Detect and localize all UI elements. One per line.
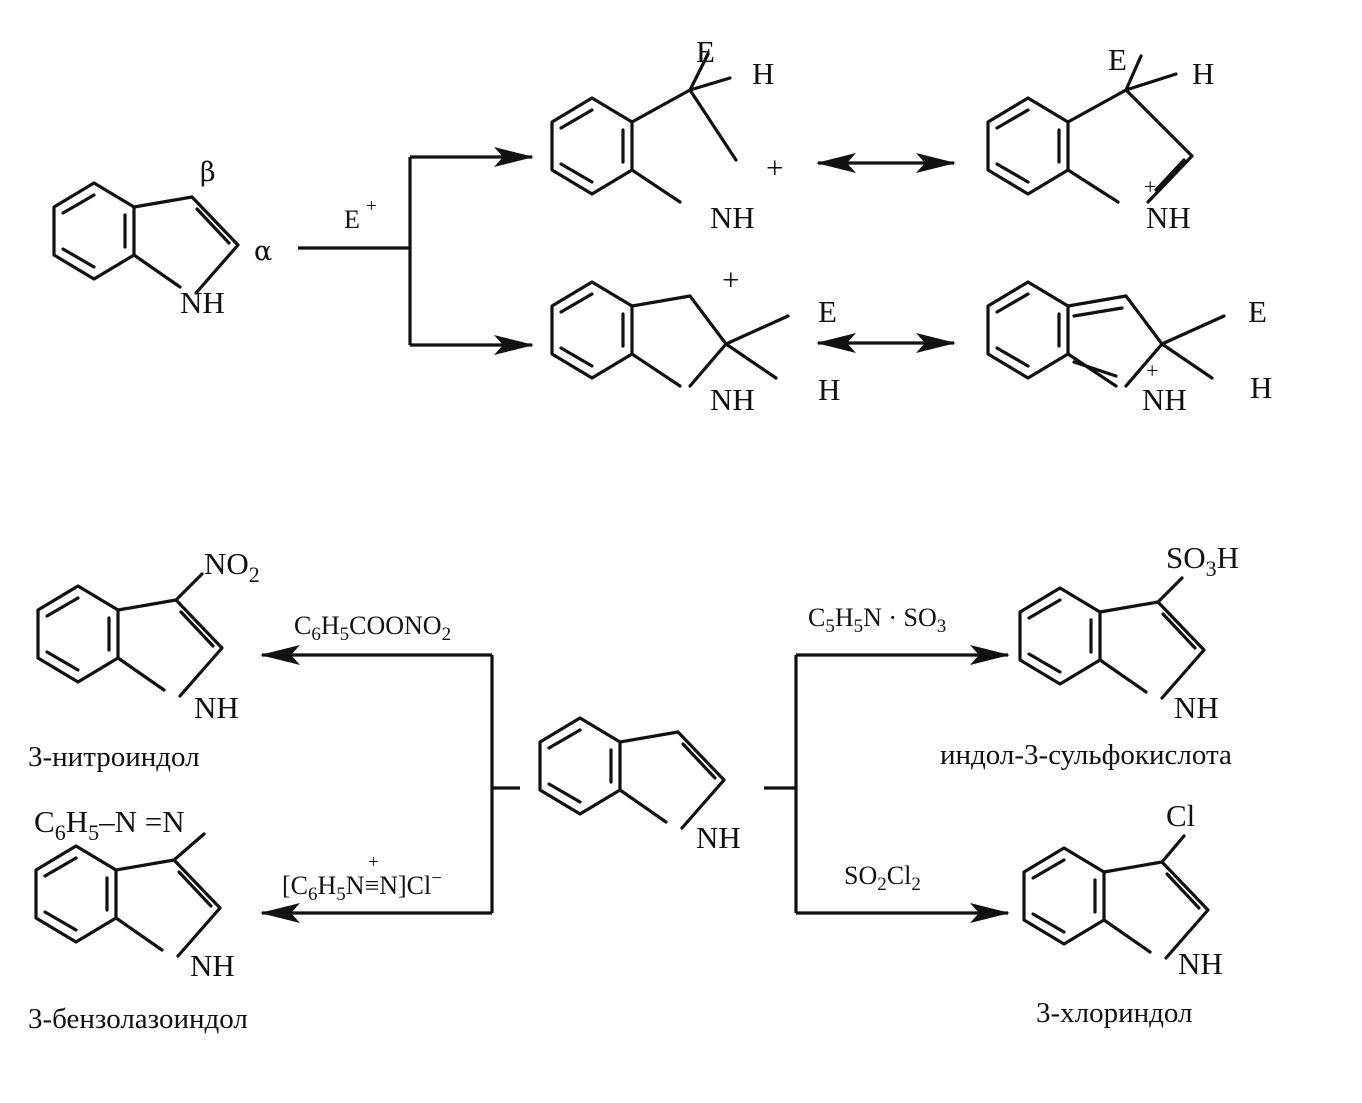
e-label: E [696,34,715,69]
sigma-complex-alpha-1: NH + E H [550,262,840,417]
left-reaction-arrows [260,645,520,923]
nh-label: NH [180,285,225,320]
nh-label: NH [194,690,239,725]
electrophile-e-label: E [344,205,360,234]
pyrrole-ring [132,195,240,295]
electrophile-reagent: E + [344,196,377,234]
nh-label: NH [696,820,741,855]
e-label: E [1108,42,1127,77]
reagent-pyridine-sulfur-trioxide: C5H5N · SO3 [808,603,946,637]
electrophile-charge: + [366,196,377,217]
diazonium-charge: + [368,852,379,873]
indole-central-structure: NH [538,716,741,855]
nh-label: NH [710,382,755,417]
product-3-benzeneazoindole: NH [34,832,235,983]
charge-plus: + [722,262,739,297]
nh-label: NH [1142,382,1187,417]
nh-label: NH [1146,200,1191,235]
reagent-sulfuryl-chloride: SO2Cl2 [844,861,921,895]
azo-group-label: C6H5–N =N [34,804,185,845]
sigma-complex-alpha-2: NH + E H [986,280,1272,417]
alpha-label: α [254,236,272,267]
product-3-nitroindole: NH NO2 [36,546,260,725]
sulfo-group-label: SO3H [1166,540,1239,581]
caption-3-chloroindole: 3-хлориндол [1036,997,1193,1029]
caption-3-benzeneazoindole: 3-бензолазоиндол [28,1003,248,1035]
product-indole-3-sulfonic-acid: NH [1018,576,1219,725]
indole-start-structure: NH β α [52,157,272,320]
charge-plus: + [1144,174,1156,199]
nh-label: NH [1174,690,1219,725]
nh-label: NH [190,948,235,983]
benzene-ring [52,181,136,281]
branch-arrows: E + [298,147,534,355]
beta-label: β [200,157,216,188]
h-label: H [818,372,840,407]
svg-text:[C6H5N≡N]Cl−: [C6H5N≡N]Cl− [282,868,442,905]
reagent-benzenediazonium-chloride: [C6H5N≡N]Cl− + [282,852,442,905]
h-label: H [752,56,774,91]
chloro-group-label: Cl [1166,798,1195,833]
reagent-benzoyl-nitrate: C6H5COONO2 [294,611,451,645]
caption-3-nitroindole: 3-нитроиндол [28,741,200,773]
nitro-group-label: NO2 [204,546,260,587]
nh-label: NH [1178,946,1223,981]
h-label: H [1192,56,1214,91]
product-3-chloroindole: NH [1022,834,1223,981]
caption-indole-3-sulfonic-acid: индол-3-сульфокислота [940,739,1232,771]
sigma-complex-beta-2: NH + E H [986,42,1214,235]
h-label: H [1250,370,1272,405]
e-label: E [818,294,837,329]
right-reaction-arrows [764,645,1010,923]
sigma-complex-beta-1: NH E H + [550,34,783,235]
nh-label: NH [710,200,755,235]
charge-plus: + [1146,358,1158,383]
charge-plus: + [766,150,783,185]
e-label: E [1248,294,1267,329]
